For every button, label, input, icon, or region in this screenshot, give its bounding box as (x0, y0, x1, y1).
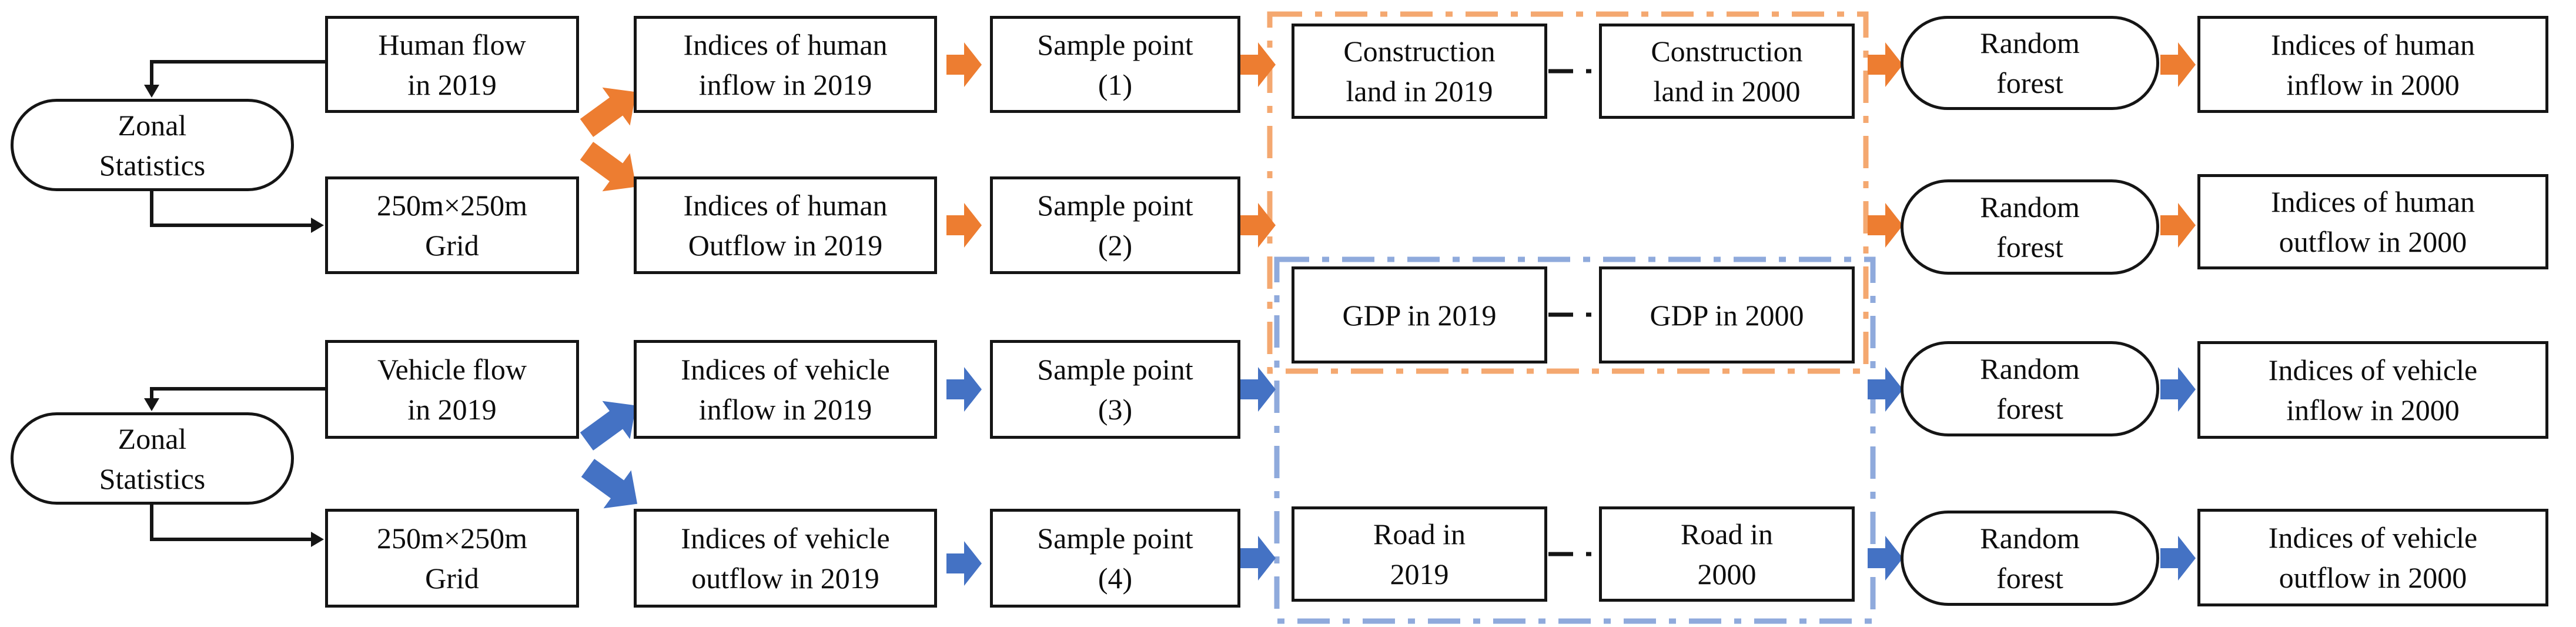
sample-point-4-label: Sample point (4) (1037, 522, 1193, 595)
input-grid-bottom-label: 250m×250m Grid (377, 522, 527, 595)
road-2000-label: Road in 2000 (1681, 518, 1773, 591)
sample-point-2-box: Sample point (2) (990, 176, 1240, 274)
arrow-rf3-to-output3 (2160, 367, 2196, 412)
road-2000-box: Road in 2000 (1599, 506, 1855, 602)
random-forest-2-label: Random forest (1980, 191, 2080, 264)
arrow-covariates-to-rf2 (1868, 203, 1903, 248)
arrow-sample4-to-covariates (1240, 536, 1276, 581)
input-box-vehicle-flow-2019: Vehicle flow in 2019 (325, 340, 579, 439)
arrow-covariates-to-rf1 (1868, 42, 1903, 87)
indices-vehicle-outflow-2019-box: Indices of vehicle outflow in 2019 (634, 509, 937, 608)
covariate-group-blue-dashed-box (1274, 256, 1876, 624)
output-vehicle-inflow-2000-label: Indices of vehicle inflow in 2000 (2268, 353, 2478, 426)
random-forest-1-label: Random forest (1980, 26, 2080, 99)
output-human-inflow-2000-box: Indices of human inflow in 2000 (2197, 16, 2548, 113)
random-forest-4-label: Random forest (1980, 522, 2080, 595)
output-vehicle-inflow-2000-box: Indices of vehicle inflow in 2000 (2197, 341, 2548, 439)
output-human-inflow-2000-label: Indices of human inflow in 2000 (2270, 28, 2475, 101)
construction-land-2019-box: Construction land in 2019 (1292, 24, 1547, 119)
arrowhead-down-zonal-top (144, 85, 159, 98)
indices-human-inflow-2019-label: Indices of human inflow in 2019 (683, 28, 888, 101)
gdp-2000-box: GDP in 2000 (1599, 266, 1855, 363)
input-human-flow-label: Human flow in 2019 (378, 28, 526, 101)
output-human-outflow-2000-label: Indices of human outflow in 2000 (2270, 185, 2475, 258)
random-forest-oval-3: Random forest (1901, 341, 2159, 436)
construction-land-2000-label: Construction land in 2000 (1651, 35, 1803, 108)
covariate-group-orange-dashed-box (1267, 11, 1869, 374)
indices-vehicle-inflow-2019-box: Indices of vehicle inflow in 2019 (634, 340, 937, 439)
sample-point-1-label: Sample point (1) (1037, 28, 1193, 101)
random-forest-oval-2: Random forest (1901, 179, 2159, 275)
zonal-statistics-bottom-label: Zonal Statistics (99, 422, 206, 495)
random-forest-oval-4: Random forest (1901, 511, 2159, 606)
construction-land-2000-box: Construction land in 2000 (1599, 24, 1855, 119)
road-2019-label: Road in 2019 (1373, 518, 1466, 591)
indices-vehicle-outflow-2019-label: Indices of vehicle outflow in 2019 (681, 522, 890, 595)
input-box-human-flow-2019: Human flow in 2019 (325, 16, 579, 113)
zonal-statistics-oval-top: Zonal Statistics (11, 99, 294, 191)
random-forest-3-label: Random forest (1980, 352, 2080, 425)
sample-point-3-label: Sample point (3) (1037, 353, 1193, 426)
arrow-rf2-to-output2 (2160, 203, 2196, 248)
indices-human-inflow-2019-box: Indices of human inflow in 2019 (634, 16, 937, 113)
sample-point-3-box: Sample point (3) (990, 340, 1240, 439)
sample-point-4-box: Sample point (4) (990, 509, 1240, 608)
gdp-2019-label: GDP in 2019 (1342, 298, 1497, 332)
input-grid-top-label: 250m×250m Grid (377, 189, 527, 262)
road-2019-box: Road in 2019 (1292, 506, 1547, 602)
input-box-grid-top: 250m×250m Grid (325, 176, 579, 274)
connector-humanflow-to-zonal-top (150, 60, 326, 86)
arrow-humaninflow-to-sample1 (946, 42, 982, 87)
indices-human-outflow-2019-box: Indices of human Outflow in 2019 (634, 176, 937, 274)
sample-point-1-box: Sample point (1) (990, 16, 1240, 113)
arrow-rf4-to-output4 (2160, 536, 2196, 581)
zonal-statistics-top-label: Zonal Statistics (99, 108, 206, 182)
arrow-vehicleinflow-to-sample3 (946, 367, 982, 412)
arrow-vehicleoutflow-to-sample4 (946, 541, 982, 586)
connector-vehicleflow-to-zonal-bottom (150, 387, 326, 399)
zonal-statistics-oval-bottom: Zonal Statistics (11, 412, 294, 505)
output-human-outflow-2000-box: Indices of human outflow in 2000 (2197, 174, 2548, 269)
gdp-2019-box: GDP in 2019 (1292, 266, 1547, 363)
gdp-2000-label: GDP in 2000 (1650, 298, 1804, 332)
construction-land-2019-label: Construction land in 2019 (1343, 35, 1496, 108)
arrowhead-down-zonal-bottom (144, 398, 159, 411)
output-vehicle-outflow-2000-label: Indices of vehicle outflow in 2000 (2268, 521, 2478, 594)
output-vehicle-outflow-2000-box: Indices of vehicle outflow in 2000 (2197, 509, 2548, 606)
input-box-grid-bottom: 250m×250m Grid (325, 509, 579, 608)
connector-zonal-bottom-to-grid (150, 505, 312, 541)
input-vehicle-flow-label: Vehicle flow in 2019 (377, 353, 527, 426)
indices-vehicle-inflow-2019-label: Indices of vehicle inflow in 2019 (681, 353, 890, 426)
sample-point-2-label: Sample point (2) (1037, 189, 1193, 262)
arrowhead-right-grid-top (311, 218, 324, 233)
arrowhead-right-grid-bottom (311, 532, 324, 547)
indices-human-outflow-2019-label: Indices of human Outflow in 2019 (683, 189, 888, 262)
arrow-rf1-to-output1 (2160, 42, 2196, 87)
random-forest-oval-1: Random forest (1901, 16, 2159, 110)
arrow-humanoutflow-to-sample2 (946, 203, 982, 248)
connector-zonal-top-to-grid (150, 191, 312, 227)
